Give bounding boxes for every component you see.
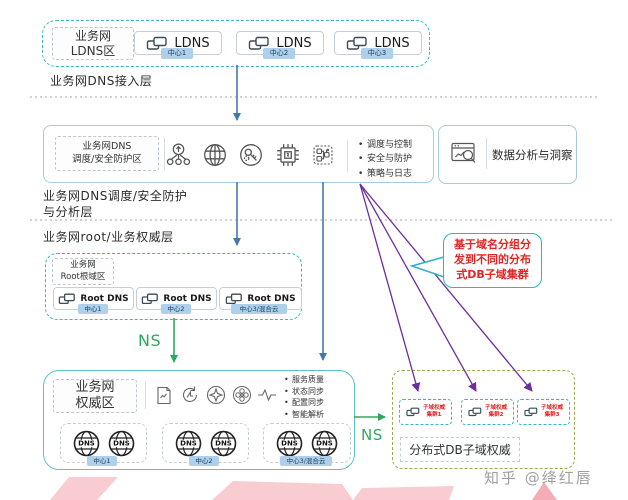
arrow-distribute-cluster-1 bbox=[359, 183, 421, 392]
subdomain-cluster-label: 子域权威 集群1 bbox=[422, 405, 445, 418]
access-layer-label: 业务网DNS接入层 bbox=[50, 74, 153, 88]
root-zone-title: 业务网 Root根域区 bbox=[52, 258, 114, 285]
stack-icon bbox=[468, 407, 482, 417]
bullet-item: 调度与控制 bbox=[358, 138, 432, 153]
stack-icon bbox=[524, 407, 538, 417]
root-dns-label: Root DNS bbox=[163, 293, 212, 304]
bullet-item: 服务质量 bbox=[284, 374, 350, 386]
callout-tail bbox=[409, 256, 445, 278]
dns-globe-text: DNS bbox=[78, 439, 95, 447]
subdomain-cluster-3: 子域权威 集群3 bbox=[517, 399, 570, 425]
dns-globe-icon: DNS bbox=[108, 430, 135, 457]
access-zone-title: 业务网 LDNS区 bbox=[52, 27, 134, 60]
root-layer-label: 业务网root/业务权威层 bbox=[43, 230, 174, 244]
ldns-node-label: LDNS bbox=[276, 35, 312, 51]
dns-globe-text: DNS bbox=[113, 439, 130, 447]
stack-icon bbox=[58, 293, 76, 305]
root-badge-1: 中心1 bbox=[78, 304, 108, 314]
security-key-icon bbox=[238, 142, 264, 168]
ldns-badge-2: 中心2 bbox=[263, 48, 295, 59]
chip-icon bbox=[275, 142, 301, 168]
stack-icon bbox=[406, 407, 420, 417]
dns-globe-icon: DNS bbox=[276, 430, 303, 457]
ldns-badge-3: 中心3 bbox=[361, 48, 393, 59]
analytics-label: 数据分析与洞察 bbox=[492, 148, 573, 162]
subdomain-cluster-label: 子域权威 集群2 bbox=[484, 405, 507, 418]
dns-globe-text: DNS bbox=[180, 439, 197, 447]
ns-label-root-to-authority: NS bbox=[138, 331, 162, 350]
control-layer-label: 业务网DNS调度/安全防护 与分析层 bbox=[43, 189, 188, 220]
ldns-badge-1: 中心1 bbox=[161, 48, 193, 59]
subdomain-cluster-label: 子域权威 集群3 bbox=[540, 405, 563, 418]
callout-bubble: 基于域名分组分 发到不同的分布 式DB子域集群 bbox=[443, 233, 542, 288]
authority-badge-1: 中心1 bbox=[87, 456, 117, 466]
stack-icon bbox=[141, 293, 159, 305]
root-badge-2: 中心2 bbox=[161, 304, 191, 314]
bullet-item: 策略与日志 bbox=[358, 167, 432, 182]
globe-icon bbox=[202, 142, 228, 168]
stack-icon bbox=[146, 36, 168, 51]
control-zone-title: 业务网DNS 调度/安全防护区 bbox=[55, 136, 159, 171]
scheduler-icon bbox=[166, 142, 191, 167]
ldns-node-label: LDNS bbox=[374, 35, 410, 51]
root-dns-node-1: Root DNS bbox=[53, 287, 134, 310]
sync-icon bbox=[180, 385, 200, 405]
subdomain-cluster-1: 子域权威 集群1 bbox=[399, 399, 452, 425]
bullet-item: 配置同步 bbox=[284, 397, 350, 409]
authority-bullet-list: 服务质量 状态同步 配置同步 智能解析 bbox=[284, 374, 350, 420]
authority-badge-3: 中心3/混合云 bbox=[280, 456, 332, 466]
root-dns-label: Root DNS bbox=[80, 293, 129, 304]
workflow-icon bbox=[311, 143, 335, 167]
compass-icon bbox=[206, 385, 226, 405]
authority-badge-2: 中心2 bbox=[189, 456, 219, 466]
bullet-item: 智能解析 bbox=[284, 409, 350, 421]
pulse-icon bbox=[257, 388, 277, 402]
bullet-item: 安全与防护 bbox=[358, 152, 432, 167]
stack-icon bbox=[225, 293, 243, 305]
watermark-text: 知乎 @绛红唇 bbox=[484, 469, 593, 487]
dns-globe-icon: DNS bbox=[210, 430, 237, 457]
dns-globe-icon: DNS bbox=[73, 430, 100, 457]
subdomain-cluster-2: 子域权威 集群2 bbox=[461, 399, 514, 425]
dns-globe-text: DNS bbox=[215, 439, 232, 447]
authority-dns-group-2: DNS DNS bbox=[162, 423, 249, 463]
root-dns-label: Root DNS bbox=[247, 293, 296, 304]
ns-label-authority-to-db: NS bbox=[361, 426, 383, 444]
root-badge-3: 中心3/混合云 bbox=[231, 304, 287, 314]
control-bullet-list: 调度与控制 安全与防护 策略与日志 bbox=[358, 138, 432, 182]
db-zone-title: 分布式DB子域权威 bbox=[400, 437, 520, 462]
stack-icon bbox=[248, 36, 270, 51]
stack-icon bbox=[346, 36, 368, 51]
access-zone-container bbox=[42, 20, 430, 67]
dns-globe-text: DNS bbox=[316, 439, 333, 447]
ldns-node-label: LDNS bbox=[174, 35, 210, 51]
mesh-icon bbox=[232, 385, 252, 405]
authority-zone-title: 业务网 权威区 bbox=[53, 379, 137, 413]
dns-globe-icon: DNS bbox=[175, 430, 202, 457]
bullet-item: 状态同步 bbox=[284, 386, 350, 398]
dns-globe-text: DNS bbox=[281, 439, 298, 447]
dns-globe-icon: DNS bbox=[311, 430, 338, 457]
report-icon bbox=[155, 386, 173, 405]
analytics-icon bbox=[450, 140, 478, 167]
